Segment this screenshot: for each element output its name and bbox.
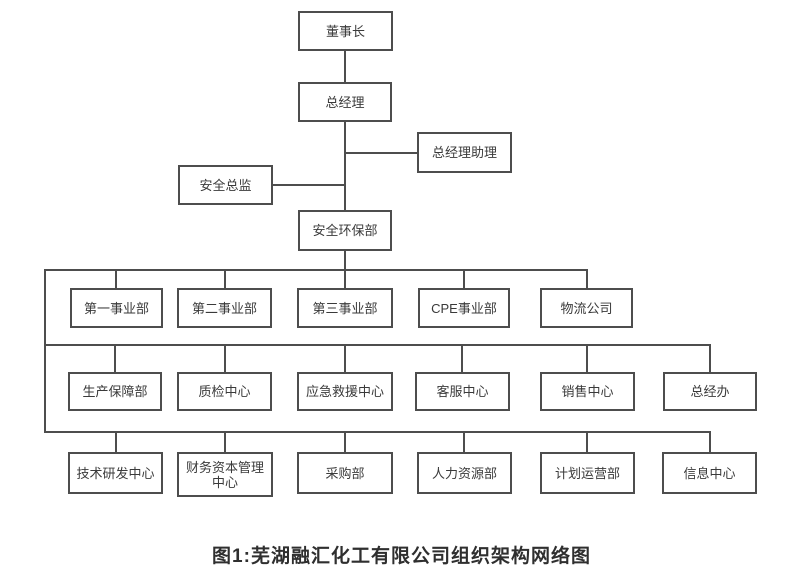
drop-row2 [709, 344, 711, 372]
drop-row2 [586, 344, 588, 372]
org-node-tech-rd-center: 技术研发中心 [68, 452, 163, 494]
org-node-hr-dept: 人力资源部 [417, 452, 512, 494]
org-node-purchasing-dept: 采购部 [297, 452, 393, 494]
bus-row2 [44, 344, 711, 346]
org-node-chairman: 董事长 [298, 11, 393, 51]
bus-row3 [44, 431, 711, 433]
org-node-quality-center: 质检中心 [177, 372, 272, 411]
org-node-general-manager: 总经理 [298, 82, 392, 122]
left-spine [44, 269, 46, 433]
connector-safetyenv-bus1 [344, 251, 346, 270]
drop-row1 [115, 269, 117, 288]
drop-row1 [586, 269, 588, 288]
org-node-cpe-division: CPE事业部 [418, 288, 510, 328]
org-node-emergency-rescue: 应急救援中心 [297, 372, 393, 411]
drop-row3 [224, 431, 226, 452]
org-node-sales-center: 销售中心 [540, 372, 635, 411]
drop-row1 [463, 269, 465, 288]
org-node-division-2: 第二事业部 [177, 288, 272, 328]
drop-row3 [586, 431, 588, 452]
org-node-finance-capital-center: 财务资本管理中心 [177, 452, 273, 497]
org-node-division-1: 第一事业部 [70, 288, 163, 328]
connector-safety-director [273, 184, 345, 186]
drop-row2 [114, 344, 116, 372]
drop-row1 [344, 269, 346, 288]
drop-row3 [463, 431, 465, 452]
connector-gm-assistant [345, 152, 417, 154]
connector-chairman-gm [344, 51, 346, 82]
drop-row3 [115, 431, 117, 452]
drop-row1 [224, 269, 226, 288]
figure-caption: 图1:芜湖融汇化工有限公司组织架构网络图 [212, 546, 591, 567]
org-node-gm-office: 总经办 [663, 372, 757, 411]
org-node-planning-ops-dept: 计划运营部 [540, 452, 635, 494]
org-node-safety-env-dept: 安全环保部 [298, 210, 392, 251]
org-node-division-3: 第三事业部 [297, 288, 393, 328]
org-node-customer-service: 客服中心 [415, 372, 510, 411]
bus-row1 [44, 269, 588, 271]
drop-row2 [224, 344, 226, 372]
drop-row3 [344, 431, 346, 452]
org-node-production-support: 生产保障部 [68, 372, 162, 411]
org-node-info-center: 信息中心 [662, 452, 757, 494]
org-node-gm-assistant: 总经理助理 [417, 132, 512, 173]
drop-row3 [709, 431, 711, 452]
org-node-safety-director: 安全总监 [178, 165, 273, 205]
org-node-logistics-company: 物流公司 [540, 288, 633, 328]
connector-gm-trunk [344, 122, 346, 210]
drop-row2 [461, 344, 463, 372]
drop-row2 [344, 344, 346, 372]
